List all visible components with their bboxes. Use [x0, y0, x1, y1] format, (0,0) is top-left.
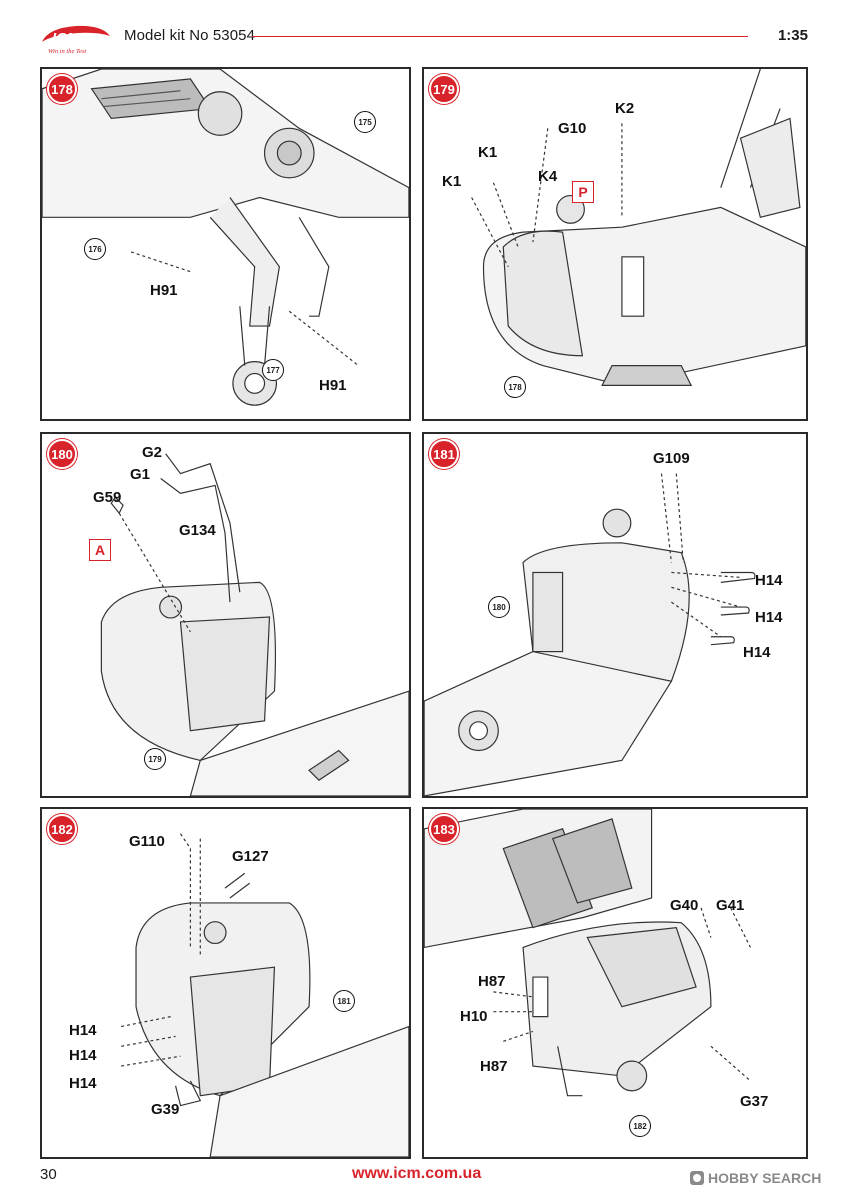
step-reference-180: 180 — [488, 596, 510, 618]
part-label-h87: H87 — [480, 1058, 508, 1075]
part-label-h87: H87 — [478, 973, 506, 990]
step-number-badge: 181 — [429, 439, 459, 469]
step-number-badge: 182 — [47, 814, 77, 844]
step-183-drawing — [424, 809, 751, 1097]
svg-text:ICM: ICM — [52, 30, 80, 47]
step-182-drawing — [121, 833, 409, 1157]
part-label-k2: K2 — [615, 100, 635, 117]
part-label-g37: G37 — [740, 1093, 769, 1110]
step-reference-177: 177 — [262, 359, 284, 381]
part-label-g40: G40 — [670, 897, 699, 914]
step-number-badge: 180 — [47, 439, 77, 469]
part-label-k4: K4 — [538, 168, 558, 185]
page-number: 30 — [40, 1166, 57, 1183]
part-label-h14: H14 — [69, 1075, 97, 1092]
step-178-drawing — [42, 69, 409, 406]
hobby-search-logo-icon — [690, 1171, 704, 1185]
part-label-h91: H91 — [319, 377, 347, 394]
step-183-panel: 183 G40 G41 H87 H10 H87 G37 182 — [422, 807, 808, 1159]
step-182-panel: 182 G110 G127 H14 H14 H14 G39 181 — [40, 807, 411, 1159]
part-label-h91: H91 — [150, 282, 178, 299]
part-label-g39: G39 — [151, 1101, 180, 1118]
step-number-badge: 179 — [429, 74, 459, 104]
step-180-drawing — [100, 453, 409, 796]
part-label-g1: G1 — [130, 466, 151, 483]
step-number-badge: 178 — [47, 74, 77, 104]
part-label-h14: H14 — [69, 1022, 97, 1039]
step-reference-175: 175 — [354, 111, 376, 133]
kit-title: Model kit No 53054 — [124, 27, 256, 44]
step-reference-179: 179 — [144, 748, 166, 770]
step-180-panel: 180 G2 G1 G59 G134 A 179 — [40, 432, 411, 798]
step-reference-176: 176 — [84, 238, 106, 260]
step-178-panel: 178 H91 H91 175 176 177 — [40, 67, 411, 421]
part-label-g41: G41 — [716, 897, 745, 914]
step-reference-182: 182 — [629, 1115, 651, 1137]
part-label-k1: K1 — [442, 173, 462, 190]
step-reference-178: 178 — [504, 376, 526, 398]
part-label-h14: H14 — [755, 572, 783, 589]
part-label-h14: H14 — [69, 1047, 97, 1064]
scale-label: 1:35 — [777, 27, 808, 44]
part-label-k1: K1 — [478, 144, 498, 161]
marker-a: A — [89, 539, 111, 561]
part-label-h14: H14 — [743, 644, 771, 661]
step-181-drawing — [424, 473, 756, 796]
step-179-drawing — [471, 69, 806, 386]
part-label-g110: G110 — [129, 833, 165, 850]
step-number-badge: 183 — [429, 814, 459, 844]
header-divider — [252, 36, 748, 37]
part-label-g109: G109 — [653, 450, 690, 467]
part-label-g2: G2 — [142, 444, 163, 461]
part-label-g134: G134 — [179, 522, 216, 539]
website-link[interactable]: www.icm.com.ua — [352, 1165, 482, 1182]
icm-logo: ICM Win in the Test — [42, 25, 110, 55]
watermark: HOBBY SEARCH — [690, 1170, 821, 1186]
step-181-panel: 181 G109 H14 H14 H14 180 — [422, 432, 808, 798]
svg-text:Win in the Test: Win in the Test — [48, 48, 86, 55]
step-reference-181: 181 — [333, 990, 355, 1012]
part-label-h14: H14 — [755, 609, 783, 626]
part-label-g127: G127 — [232, 848, 269, 865]
page-header: ICM Win in the Test Model kit No 53054 1… — [0, 0, 848, 60]
marker-p: P — [572, 181, 594, 203]
part-label-g59: G59 — [93, 489, 122, 506]
part-label-h10: H10 — [460, 1008, 488, 1025]
watermark-text: HOBBY SEARCH — [708, 1170, 822, 1186]
step-179-panel: 179 K1 K1 G10 K2 K4 P 178 — [422, 67, 808, 421]
part-label-g10: G10 — [558, 120, 587, 137]
